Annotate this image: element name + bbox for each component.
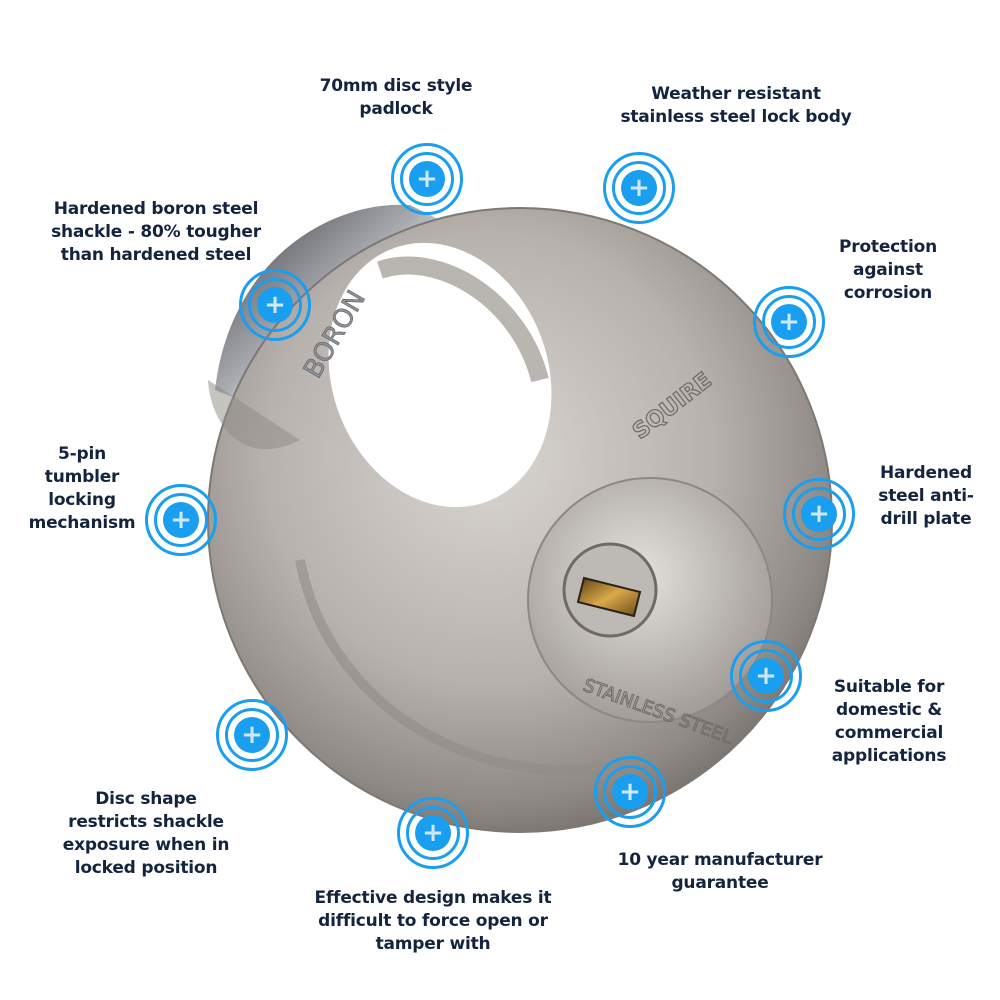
hotspot-dot: [748, 658, 784, 694]
ring-icon: [406, 806, 460, 860]
plus-icon: +: [808, 499, 830, 529]
feature-label-corrosion: Protection against corrosion: [839, 237, 937, 303]
ring-icon: [783, 478, 855, 550]
ring-icon: [225, 708, 279, 762]
hotspot-corrosion[interactable]: +: [753, 286, 825, 358]
hotspot-dot: [771, 304, 807, 340]
hotspot-disc[interactable]: +: [216, 699, 288, 771]
hotspot-usage[interactable]: +: [730, 640, 802, 712]
hotspot-guarantee[interactable]: +: [594, 756, 666, 828]
ring-icon: [145, 484, 217, 556]
ring-icon: [216, 699, 288, 771]
hotspot-dot: [801, 496, 837, 532]
ring-icon: [391, 143, 463, 215]
feature-label-guarantee: 10 year manufacturer guarantee: [617, 850, 823, 893]
plus-icon: +: [628, 173, 650, 203]
feature-label-disc: Disc shape restricts shackle exposure wh…: [62, 789, 230, 878]
ring-icon: [612, 161, 666, 215]
ring-icon: [603, 765, 657, 819]
hotspot-dot: [257, 287, 293, 323]
ring-icon: [400, 152, 454, 206]
feature-label-tamper: Effective design makes it difficult to f…: [314, 888, 552, 954]
hotspot-weather[interactable]: +: [603, 152, 675, 224]
hotspot-tamper[interactable]: +: [397, 797, 469, 869]
ring-icon: [792, 487, 846, 541]
ring-icon: [239, 269, 311, 341]
hotspot-boron[interactable]: +: [239, 269, 311, 341]
feature-label-weather: Weather resistant stainless steel lock b…: [620, 84, 852, 127]
plus-icon: +: [170, 505, 192, 535]
hotspot-dot: [612, 774, 648, 810]
hotspot-dot: [409, 161, 445, 197]
hotspot-dot: [415, 815, 451, 851]
feature-label-pins: 5-pin tumbler locking mechanism: [28, 444, 136, 533]
hotspot-dot: [234, 717, 270, 753]
feature-label-usage: Suitable for domestic & commercial appli…: [831, 677, 947, 766]
feature-label-size: 70mm disc style padlock: [319, 76, 473, 119]
ring-icon: [762, 295, 816, 349]
hotspot-pins[interactable]: +: [145, 484, 217, 556]
plus-icon: +: [241, 720, 263, 750]
ring-icon: [248, 278, 302, 332]
ring-icon: [594, 756, 666, 828]
ring-icon: [603, 152, 675, 224]
ring-icon: [730, 640, 802, 712]
hotspot-dot: [621, 170, 657, 206]
ring-icon: [753, 286, 825, 358]
plus-icon: +: [422, 818, 444, 848]
plus-icon: +: [755, 661, 777, 691]
ring-icon: [739, 649, 793, 703]
hotspot-size[interactable]: +: [391, 143, 463, 215]
plus-icon: +: [778, 307, 800, 337]
plus-icon: +: [416, 164, 438, 194]
hotspot-drill[interactable]: +: [783, 478, 855, 550]
ring-icon: [154, 493, 208, 547]
feature-label-boron: Hardened boron steel shackle - 80% tough…: [51, 199, 261, 265]
ring-icon: [397, 797, 469, 869]
plus-icon: +: [619, 777, 641, 807]
feature-label-drill: Hardened steel anti- drill plate: [878, 463, 974, 529]
hotspot-dot: [163, 502, 199, 538]
plus-icon: +: [264, 290, 286, 320]
